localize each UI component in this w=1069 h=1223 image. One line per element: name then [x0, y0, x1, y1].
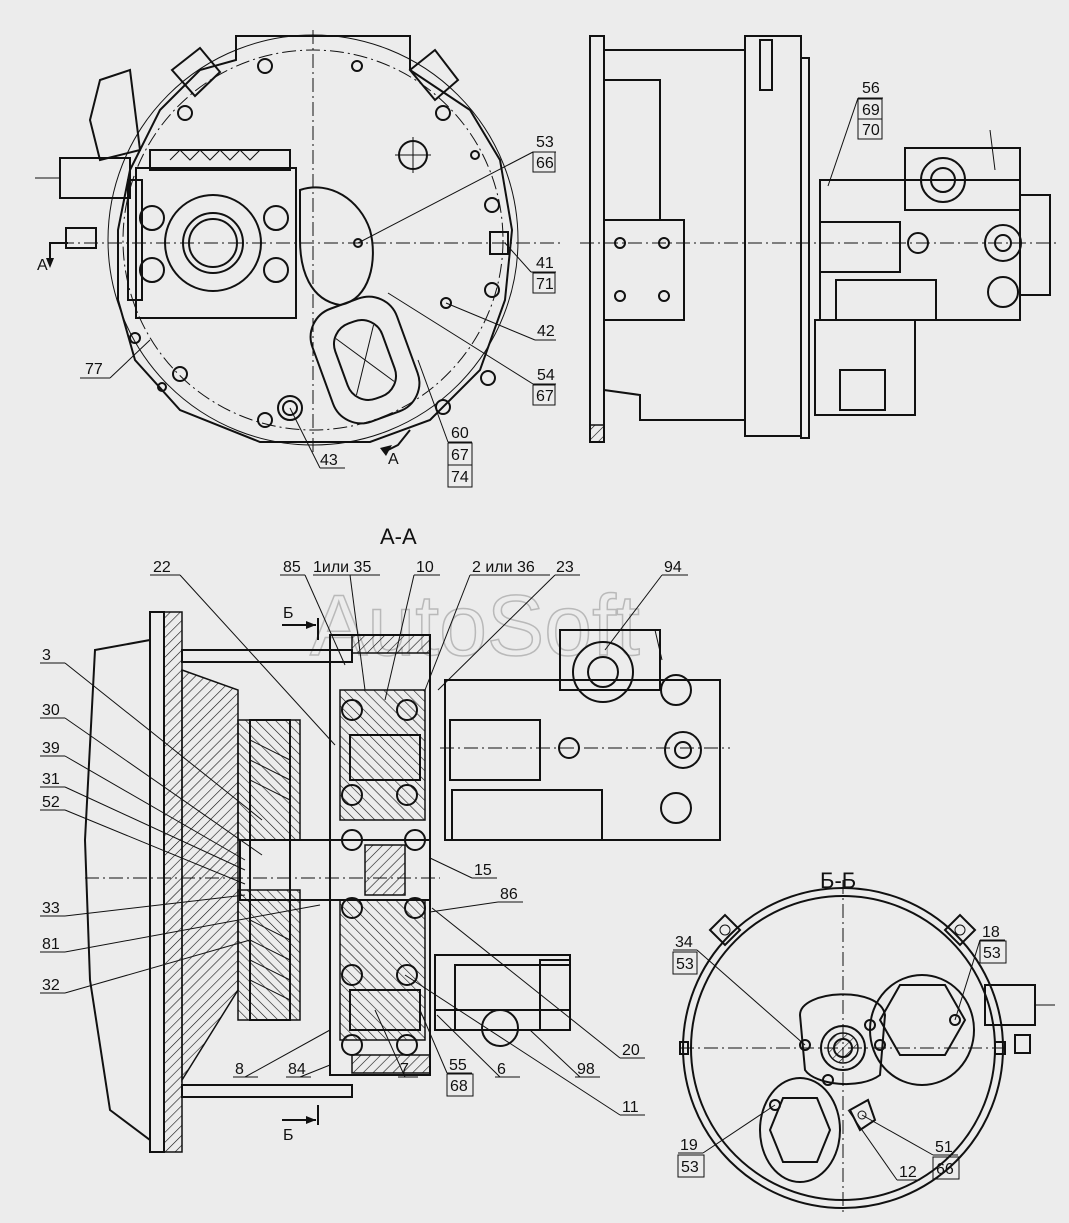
- section-marker-b-bottom: Б: [283, 1127, 294, 1144]
- section-aa-view: Б Б: [83, 605, 730, 1153]
- callout-94: 94: [664, 559, 682, 576]
- callout-67-a: 67: [536, 388, 554, 405]
- callout-19: 19: [680, 1137, 698, 1154]
- callout-43: 43: [320, 452, 338, 469]
- callout-22: 22: [153, 559, 171, 576]
- callout-20: 20: [622, 1042, 640, 1059]
- callout-77: 77: [85, 361, 103, 378]
- callout-2or36: 2 или 36: [472, 559, 535, 576]
- side-view-callouts: 56 69 70: [827, 80, 883, 187]
- callout-98: 98: [577, 1061, 595, 1078]
- section-marker-a-bottom: А: [388, 451, 399, 468]
- callout-69: 69: [862, 102, 880, 119]
- callout-23: 23: [556, 559, 574, 576]
- callout-53: 53: [536, 134, 554, 151]
- callout-30: 30: [42, 702, 60, 719]
- callout-34: 34: [675, 934, 693, 951]
- callout-7: 7: [400, 1061, 409, 1078]
- callout-11: 11: [622, 1099, 639, 1116]
- front-view: А А: [35, 30, 560, 468]
- callout-31: 31: [42, 771, 60, 788]
- callout-15: 15: [474, 862, 492, 879]
- callout-81: 81: [42, 936, 60, 953]
- callout-1or35: 1или 35: [313, 559, 371, 576]
- callout-71: 71: [536, 276, 554, 293]
- callout-70: 70: [862, 122, 880, 139]
- section-bb-view: [679, 880, 1055, 1215]
- callout-10: 10: [416, 559, 434, 576]
- callout-3: 3: [42, 647, 51, 664]
- side-view: [580, 35, 1060, 443]
- callout-52: 52: [42, 794, 60, 811]
- callout-54: 54: [537, 367, 555, 384]
- callout-33: 33: [42, 900, 60, 917]
- callout-51: 51: [935, 1139, 953, 1156]
- callout-66: 66: [536, 155, 554, 172]
- section-marker-b-top: Б: [283, 605, 294, 622]
- callout-56: 56: [862, 80, 880, 97]
- callout-55: 55: [449, 1057, 467, 1074]
- callout-41: 41: [536, 255, 554, 272]
- callout-84: 84: [288, 1061, 306, 1078]
- section-marker-a-left: А: [37, 257, 48, 274]
- callout-68: 68: [450, 1078, 468, 1095]
- callout-86: 86: [500, 886, 518, 903]
- section-aa-title: А-А: [380, 524, 417, 549]
- callout-8: 8: [235, 1061, 244, 1078]
- callout-53-b: 53: [983, 945, 1001, 962]
- callout-67-b: 67: [451, 447, 469, 464]
- watermark: AutoSoft: [310, 578, 640, 674]
- callout-12: 12: [899, 1164, 917, 1181]
- callout-6: 6: [497, 1061, 506, 1078]
- callout-53-a: 53: [676, 956, 694, 973]
- callout-66: 66: [936, 1161, 954, 1178]
- callout-53-c: 53: [681, 1159, 699, 1176]
- callout-39: 39: [42, 740, 60, 757]
- callout-18: 18: [982, 924, 1000, 941]
- callout-32: 32: [42, 977, 60, 994]
- section-aa-callouts: 22 85 1или 35 10 2 или 36 23 94 3 30 39 …: [40, 559, 688, 1116]
- callout-42: 42: [537, 323, 555, 340]
- section-bb-callouts: 34 53 18 53 19 53 12 51 66: [672, 924, 1007, 1181]
- callout-60: 60: [451, 425, 469, 442]
- callout-85: 85: [283, 559, 301, 576]
- front-view-callouts: 53 66 41 71 42 54 67 77 43 60 67 74: [80, 134, 556, 488]
- callout-74: 74: [451, 469, 469, 486]
